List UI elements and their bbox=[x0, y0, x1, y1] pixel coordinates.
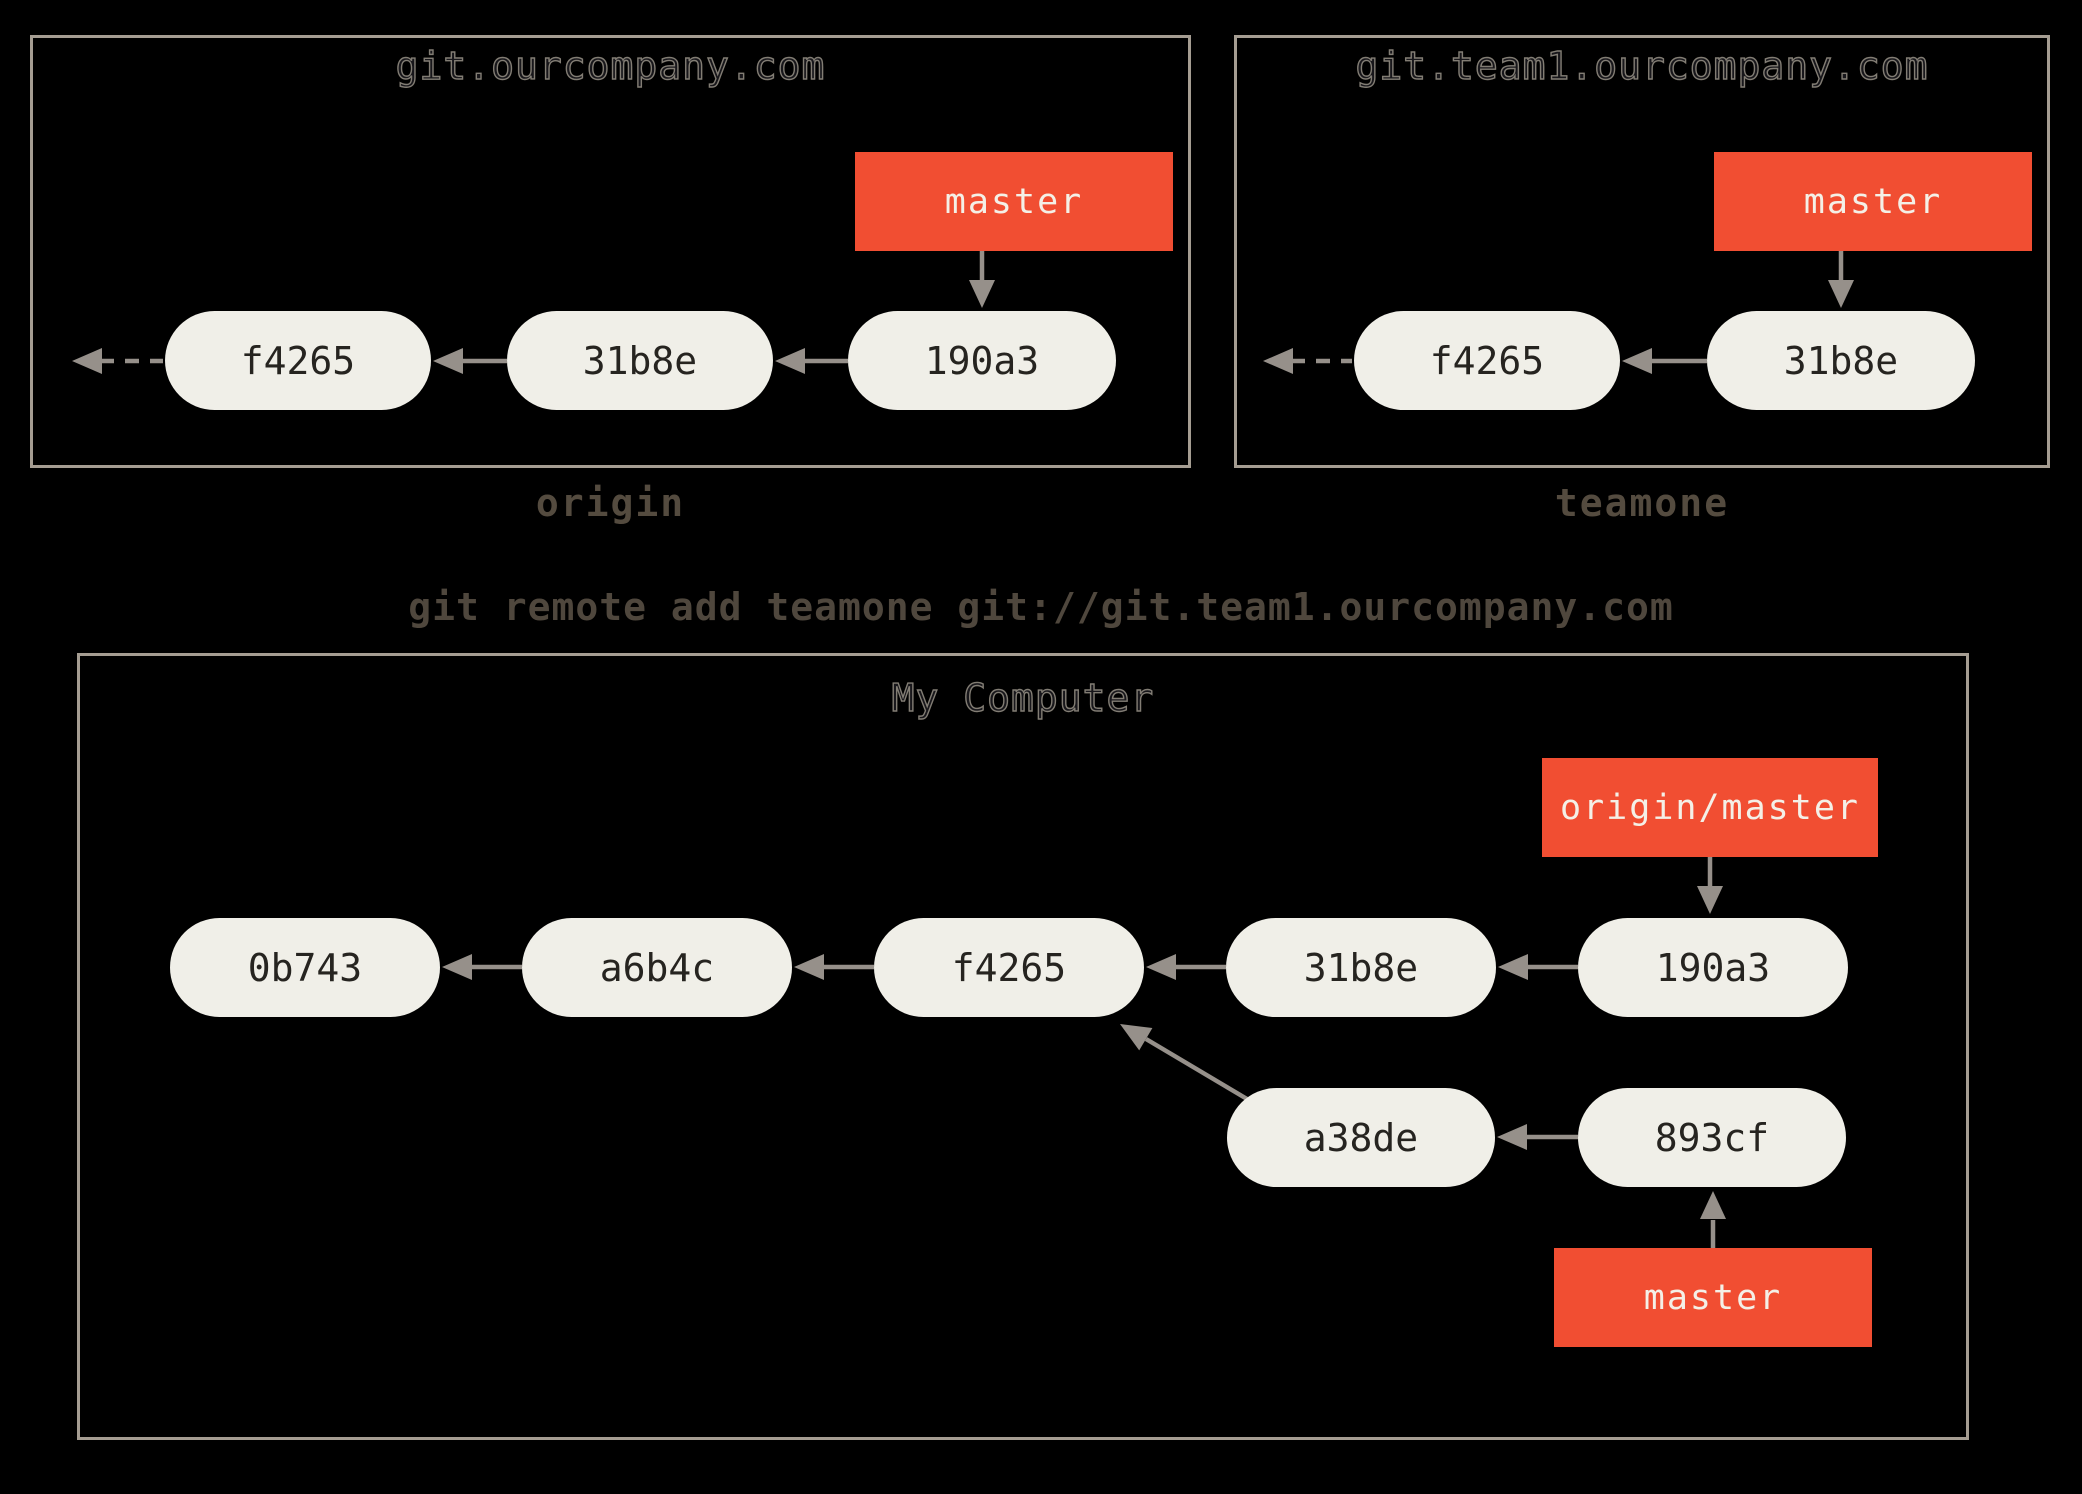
origin-commit-f4265: f4265 bbox=[165, 311, 431, 410]
local-commit-a6b4c: a6b4c bbox=[522, 918, 792, 1017]
git-command-text: git remote add teamone git://git.team1.o… bbox=[408, 585, 1674, 629]
local-commit-f4265: f4265 bbox=[874, 918, 1144, 1017]
teamone-commit-f4265: f4265 bbox=[1354, 311, 1620, 410]
teamone-host-title: git.team1.ourcompany.com bbox=[1355, 43, 1929, 88]
origin-host-title: git.ourcompany.com bbox=[395, 43, 826, 88]
local-master-branch-label: master bbox=[1554, 1248, 1872, 1347]
teamone-remote-box bbox=[1234, 35, 2050, 468]
local-commit-893cf: 893cf bbox=[1578, 1088, 1846, 1187]
local-commit-190a3: 190a3 bbox=[1578, 918, 1848, 1017]
teamone-caption: teamone bbox=[1554, 481, 1730, 525]
my-computer-box bbox=[77, 653, 1969, 1440]
origin-master-branch-label: master bbox=[855, 152, 1173, 251]
origin-commit-190a3: 190a3 bbox=[848, 311, 1116, 410]
origin-remote-box bbox=[30, 35, 1191, 468]
origin-caption: origin bbox=[535, 481, 686, 525]
local-commit-a38de: a38de bbox=[1227, 1088, 1495, 1187]
origin-commit-31b8e: 31b8e bbox=[507, 311, 773, 410]
teamone-master-branch-label: master bbox=[1714, 152, 2032, 251]
local-commit-0b743: 0b743 bbox=[170, 918, 440, 1017]
my-computer-title: My Computer bbox=[891, 675, 1155, 720]
local-origin-master-label: origin/master bbox=[1542, 758, 1878, 857]
teamone-commit-31b8e: 31b8e bbox=[1707, 311, 1975, 410]
local-commit-31b8e: 31b8e bbox=[1226, 918, 1496, 1017]
